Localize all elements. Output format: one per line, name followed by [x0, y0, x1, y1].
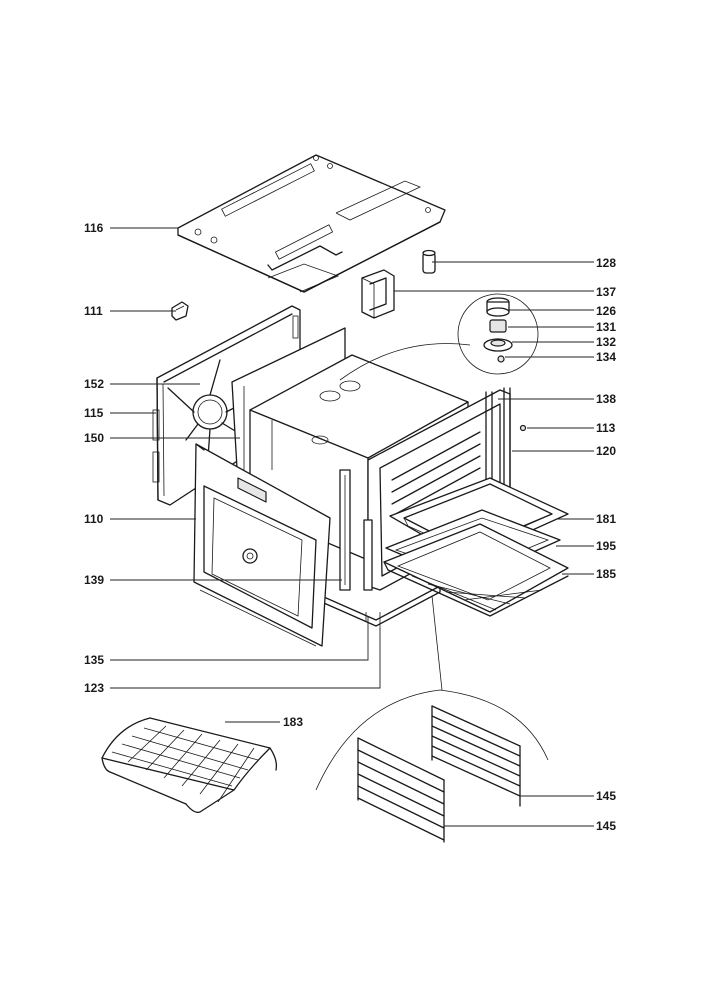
part-128-tube — [422, 249, 436, 274]
part-139-side-rail — [339, 469, 373, 591]
label-110: 110 — [84, 512, 104, 526]
label-152: 152 — [84, 377, 104, 391]
label-128: 128 — [596, 256, 616, 270]
label-138: 138 — [596, 392, 616, 406]
label-145-b: 145 — [596, 819, 616, 833]
cavity-front-frame — [367, 387, 527, 591]
label-150: 150 — [84, 431, 104, 445]
part-111-clip — [171, 301, 189, 321]
part-labels: 116 128 137 111 126 131 132 134 152 115 … — [84, 221, 616, 833]
label-111: 111 — [84, 304, 103, 318]
part-110-door — [193, 443, 331, 647]
label-145-a: 145 — [596, 789, 616, 803]
label-123: 123 — [84, 681, 104, 695]
label-115: 115 — [84, 406, 104, 420]
label-137: 137 — [596, 285, 616, 299]
label-120: 120 — [596, 444, 616, 458]
part-183-grill-rack — [101, 717, 278, 813]
label-134: 134 — [596, 350, 616, 364]
label-126: 126 — [596, 304, 616, 318]
label-183: 183 — [283, 715, 303, 729]
label-116: 116 — [84, 221, 104, 235]
label-185: 185 — [596, 567, 616, 581]
guide-lines — [339, 343, 471, 691]
label-195: 195 — [596, 539, 616, 553]
part-135-base — [307, 585, 441, 630]
label-139: 139 — [84, 573, 104, 587]
label-132: 132 — [596, 335, 616, 349]
leader-lines — [110, 227, 594, 827]
label-113: 113 — [596, 421, 616, 435]
lamp-assembly-detail — [457, 293, 539, 375]
part-145-shelf-guides — [315, 689, 549, 843]
part-137-bracket — [361, 269, 395, 319]
label-135: 135 — [84, 653, 104, 667]
part-185-tray — [383, 523, 569, 617]
label-181: 181 — [596, 512, 616, 526]
label-131: 131 — [596, 320, 616, 334]
part-116-top-cover — [177, 154, 446, 293]
